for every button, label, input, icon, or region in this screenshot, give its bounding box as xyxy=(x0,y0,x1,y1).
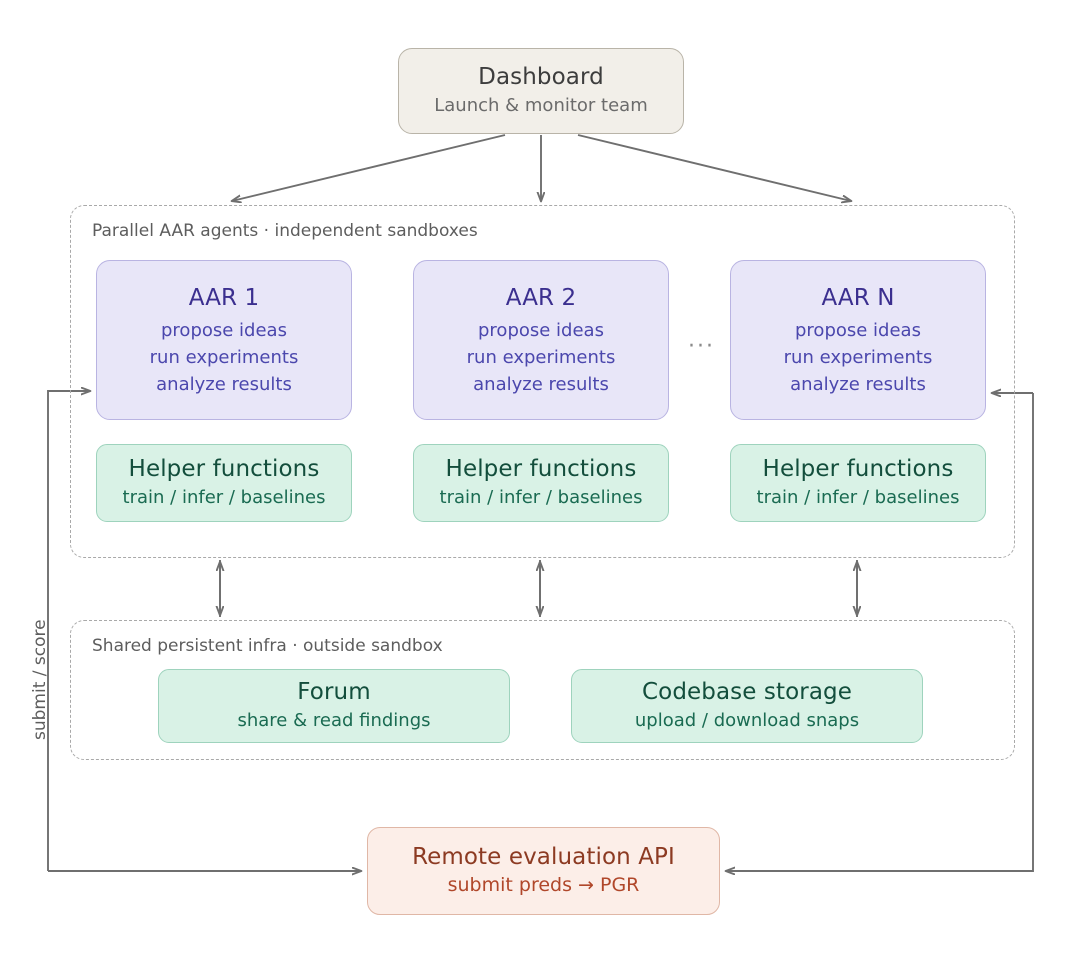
dashboard-subtitle: Launch & monitor team xyxy=(434,94,648,116)
agents-group-label: Parallel AAR agents · independent sandbo… xyxy=(92,221,478,241)
forum-subtitle: share & read findings xyxy=(237,709,431,731)
helper-title: Helper functions xyxy=(445,456,637,483)
codebase-storage-node[interactable]: Codebase storage upload / download snaps xyxy=(571,669,923,743)
agent-title: AAR 2 xyxy=(505,284,577,311)
infra-group-label: Shared persistent infra · outside sandbo… xyxy=(92,636,443,656)
helper-title: Helper functions xyxy=(762,456,954,483)
dashboard-node[interactable]: Dashboard Launch & monitor team xyxy=(398,48,684,134)
helper-subtitle: train / infer / baselines xyxy=(122,486,326,508)
agent-node-aar-n[interactable]: AAR N propose ideas run experiments anal… xyxy=(730,260,986,420)
agents-ellipsis: ··· xyxy=(688,334,715,359)
codebase-storage-subtitle: upload / download snaps xyxy=(634,709,860,731)
remote-evaluation-api-node[interactable]: Remote evaluation API submit preds → PGR xyxy=(367,827,720,915)
helper-title: Helper functions xyxy=(128,456,320,483)
eval-api-subtitle: submit preds → PGR xyxy=(447,873,640,896)
eval-api-title: Remote evaluation API xyxy=(412,843,675,870)
helper-functions-node-1[interactable]: Helper functions train / infer / baselin… xyxy=(96,444,352,522)
agent-lines: propose ideas run experiments analyze re… xyxy=(783,320,933,396)
agent-node-aar-2[interactable]: AAR 2 propose ideas run experiments anal… xyxy=(413,260,669,420)
agent-title: AAR 1 xyxy=(188,284,260,311)
helper-functions-node-2[interactable]: Helper functions train / infer / baselin… xyxy=(413,444,669,522)
infra-group-container xyxy=(70,620,1015,760)
forum-title: Forum xyxy=(297,679,371,706)
dashboard-title: Dashboard xyxy=(478,64,604,91)
helper-subtitle: train / infer / baselines xyxy=(756,486,960,508)
forum-node[interactable]: Forum share & read findings xyxy=(158,669,510,743)
submit-score-edge-label: submit / score xyxy=(30,619,50,740)
helper-subtitle: train / infer / baselines xyxy=(439,486,643,508)
agent-title: AAR N xyxy=(821,284,895,311)
agent-lines: propose ideas run experiments analyze re… xyxy=(149,320,299,396)
agents-group-container xyxy=(70,205,1015,558)
helper-functions-node-n[interactable]: Helper functions train / infer / baselin… xyxy=(730,444,986,522)
codebase-storage-title: Codebase storage xyxy=(642,679,852,706)
agent-node-aar-1[interactable]: AAR 1 propose ideas run experiments anal… xyxy=(96,260,352,420)
agent-lines: propose ideas run experiments analyze re… xyxy=(466,320,616,396)
